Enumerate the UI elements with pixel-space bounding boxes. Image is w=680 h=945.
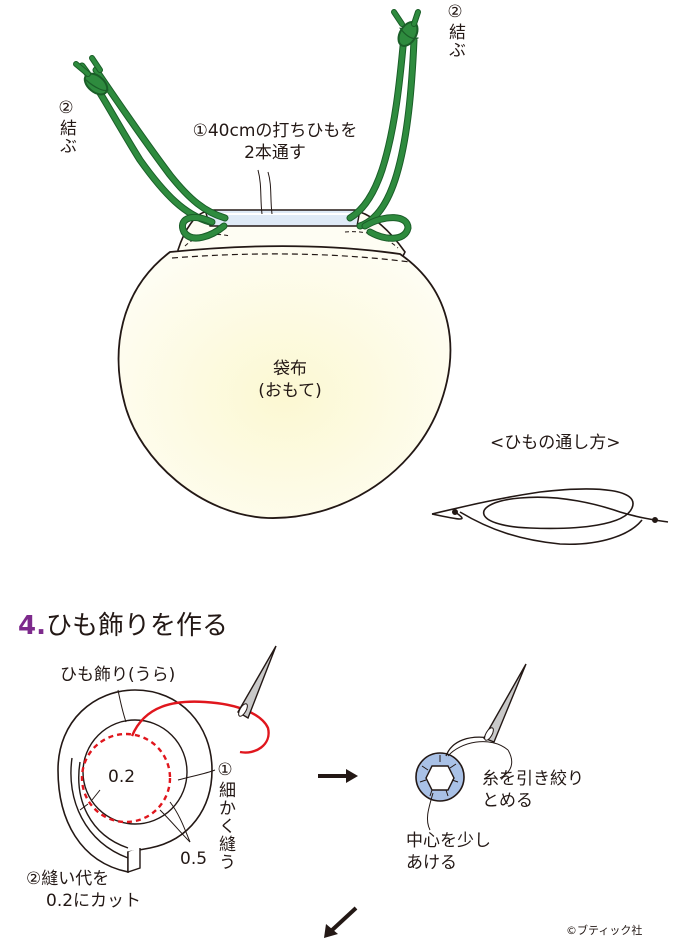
needle-icon	[237, 645, 277, 720]
step4-heading: 4.ひも飾りを作る	[18, 610, 228, 642]
cord-threading-note-line1: ①40cmの打ちひもを	[192, 121, 358, 141]
cut-note-line2: 0.2にカット	[46, 891, 142, 911]
cut-note-line1: ②縫い代を	[26, 869, 110, 889]
stitch-line	[80, 732, 172, 824]
cord-threading-note-line2: 2本通す	[244, 143, 306, 163]
threading-method-diagram	[431, 488, 669, 546]
bag-fabric-label: 袋布 (おもて)	[235, 358, 345, 402]
center-opening-note-line1: 中心を少し	[406, 831, 491, 851]
gather-note-line2: とめる	[482, 791, 533, 811]
right-knot-step-number: ②	[445, 2, 465, 23]
bag-body	[117, 245, 452, 519]
left-drawstring-cord	[73, 55, 229, 242]
ring-decoration-diagram	[57, 689, 270, 873]
cut-note: ②縫い代を 0.2にカット	[26, 868, 141, 912]
sew-note-step-number: ①	[215, 760, 235, 781]
arrow-down-left-icon	[324, 906, 358, 938]
arrow-right-icon	[318, 769, 358, 783]
center-opening-note-line2: あける	[406, 853, 457, 873]
step4-number: 4.	[18, 611, 46, 641]
left-knot-text: 結ぶ	[56, 119, 76, 155]
right-knot-label: ②結ぶ	[445, 2, 465, 59]
seam-allowance-measure: 0.2	[108, 767, 136, 787]
center-opening-note: 中心を少し あける	[406, 830, 491, 874]
copyright-notice: ©ブティック社	[566, 924, 643, 937]
threading-method-title: <ひもの通し方>	[490, 433, 621, 453]
ring-label: ひも飾り(うら)	[60, 665, 176, 685]
right-knot-text: 結ぶ	[445, 23, 465, 59]
stitch-inset-measure: 0.5	[180, 849, 208, 869]
sew-note-text: 細かく縫う	[215, 781, 235, 871]
bag-fabric-label-line2: (おもて)	[258, 381, 322, 401]
needle-icon-2	[482, 663, 527, 743]
gathered-ring-diagram	[415, 736, 513, 831]
sew-note: ①細かく縫う	[215, 760, 235, 871]
cord-threading-note: ①40cmの打ちひもを 2本通す	[165, 120, 385, 164]
left-knot-step-number: ②	[56, 98, 76, 119]
gather-note-line1: 糸を引き絞り	[482, 769, 584, 789]
bag-fabric-label-line1: 袋布	[273, 359, 307, 379]
bag-illustration	[117, 169, 452, 519]
step4-title: ひも飾りを作る	[45, 611, 228, 641]
right-drawstring-cord	[346, 9, 421, 242]
left-knot-label: ②結ぶ	[56, 98, 76, 155]
gather-note: 糸を引き絞り とめる	[482, 768, 584, 812]
